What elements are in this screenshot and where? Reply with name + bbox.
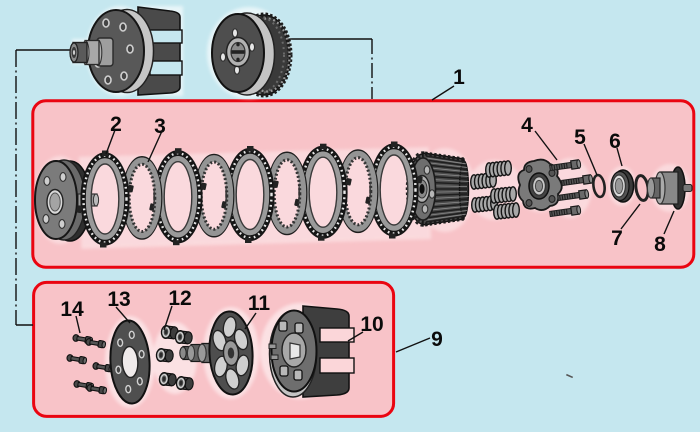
svg-text:3: 3 [154,115,166,138]
svg-text:9: 9 [431,328,443,351]
svg-text:1: 1 [453,66,465,89]
svg-text:2: 2 [110,113,122,136]
svg-text:6: 6 [609,130,621,153]
svg-text:8: 8 [654,233,666,256]
svg-text:12: 12 [168,287,191,310]
svg-text:10: 10 [360,313,383,336]
svg-text:4: 4 [521,114,533,137]
svg-text:11: 11 [248,292,271,315]
svg-text:14: 14 [60,298,84,321]
svg-text:7: 7 [611,227,623,250]
svg-text:13: 13 [107,288,130,311]
svg-text:5: 5 [574,126,586,149]
